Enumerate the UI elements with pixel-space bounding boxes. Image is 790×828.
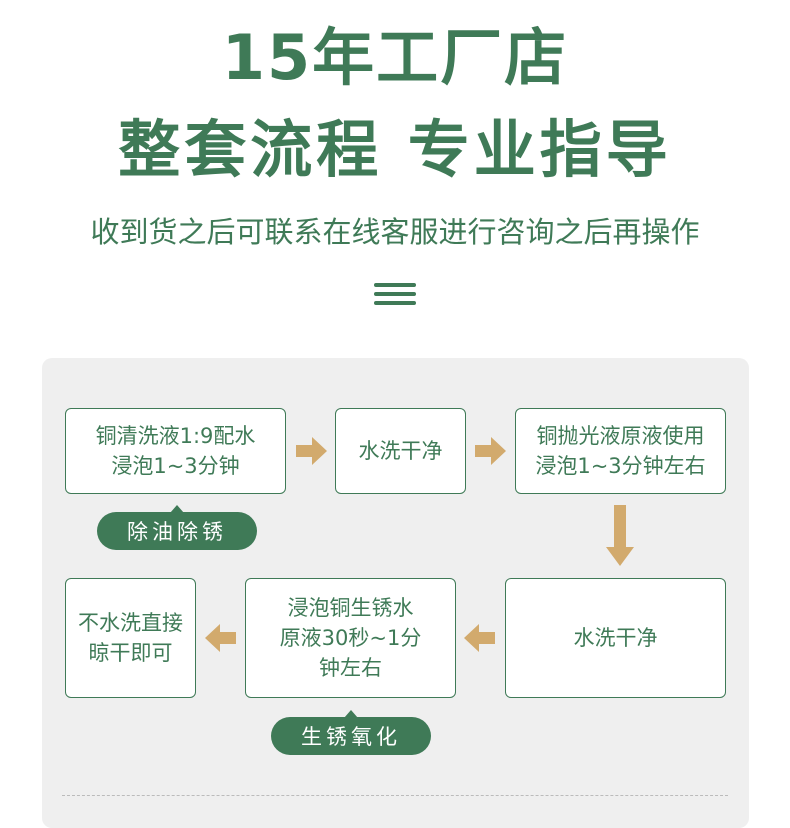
step-6-line-2: 晾干即可 xyxy=(88,641,173,665)
step-box-4: 水洗干净 xyxy=(505,578,726,698)
page-subtitle: 收到货之后可联系在线客服进行咨询之后再操作 xyxy=(90,215,700,249)
step-6-line-1: 不水洗直接 xyxy=(78,611,183,635)
step-box-1: 铜清洗液1:9配水 浸泡1~3分钟 xyxy=(65,408,286,494)
step-box-5: 浸泡铜生锈水 原液30秒~1分 钟左右 xyxy=(245,578,456,698)
stage-tag-degrease: 除油除锈 xyxy=(97,505,257,550)
step-1-line-2: 浸泡1~3分钟 xyxy=(111,454,240,478)
divider xyxy=(62,795,728,796)
step-box-6: 不水洗直接 晾干即可 xyxy=(65,578,196,698)
arrow-left-icon xyxy=(205,624,236,652)
step-5-line-1: 浸泡铜生锈水 xyxy=(287,596,414,620)
step-3-line-2: 浸泡1~3分钟左右 xyxy=(535,454,706,478)
stage-tag-oxidation: 生锈氧化 xyxy=(271,710,431,755)
step-1-line-1: 铜清洗液1:9配水 xyxy=(95,424,256,448)
arrow-icon xyxy=(296,437,327,465)
step-5-line-3: 钟左右 xyxy=(319,656,382,680)
page-title-line1: 15年工厂店 xyxy=(221,21,569,94)
page-title-line2: 整套流程 专业指导 xyxy=(118,113,672,186)
step-box-2: 水洗干净 xyxy=(335,408,466,494)
stage-tag-degrease-label: 除油除锈 xyxy=(127,520,227,544)
step-4-line-1: 水洗干净 xyxy=(573,626,658,650)
step-2-line-1: 水洗干净 xyxy=(358,439,443,463)
stage-tag-oxidation-label: 生锈氧化 xyxy=(301,725,401,749)
arrow-icon xyxy=(475,437,506,465)
arrow-down-icon xyxy=(606,505,634,566)
menu-icon xyxy=(374,283,416,309)
arrow-left-icon xyxy=(464,624,495,652)
step-box-3: 铜抛光液原液使用 浸泡1~3分钟左右 xyxy=(515,408,726,494)
step-3-line-1: 铜抛光液原液使用 xyxy=(536,424,705,448)
step-5-line-2: 原液30秒~1分 xyxy=(279,626,422,650)
